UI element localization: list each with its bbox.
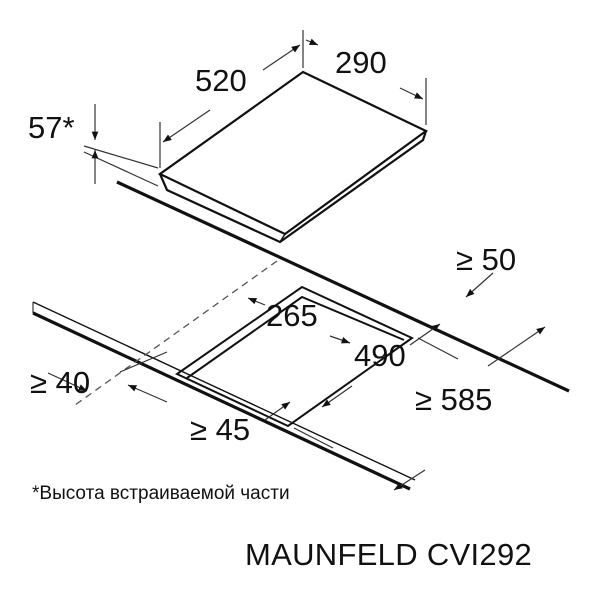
cutout-drawing	[175, 285, 414, 428]
dashed-projection-line	[74, 260, 278, 406]
dim-cutout-width: 265	[266, 298, 318, 333]
dim-hob-width: 290	[335, 45, 387, 80]
footnote: *Высота встраиваемой части	[32, 483, 290, 504]
worktop-front-edge	[32, 301, 416, 481]
dim-cutout-depth: 490	[354, 338, 406, 373]
dim-hob-depth: 520	[195, 63, 247, 98]
dim-rear-clearance: ≥ 50	[456, 242, 516, 277]
model-name: MAUNFELD CVI292	[245, 537, 533, 572]
dim-front-clearance: ≥ 45	[190, 412, 250, 447]
hob-drawing	[157, 70, 429, 244]
dim-worktop-depth: ≥ 585	[415, 382, 492, 417]
worktop-front-edge-thick	[32, 311, 411, 491]
dim-side-clearance: ≥ 40	[30, 365, 90, 400]
worktop-rear-edge	[116, 180, 570, 393]
dim-hob-height: 57*	[28, 110, 75, 145]
